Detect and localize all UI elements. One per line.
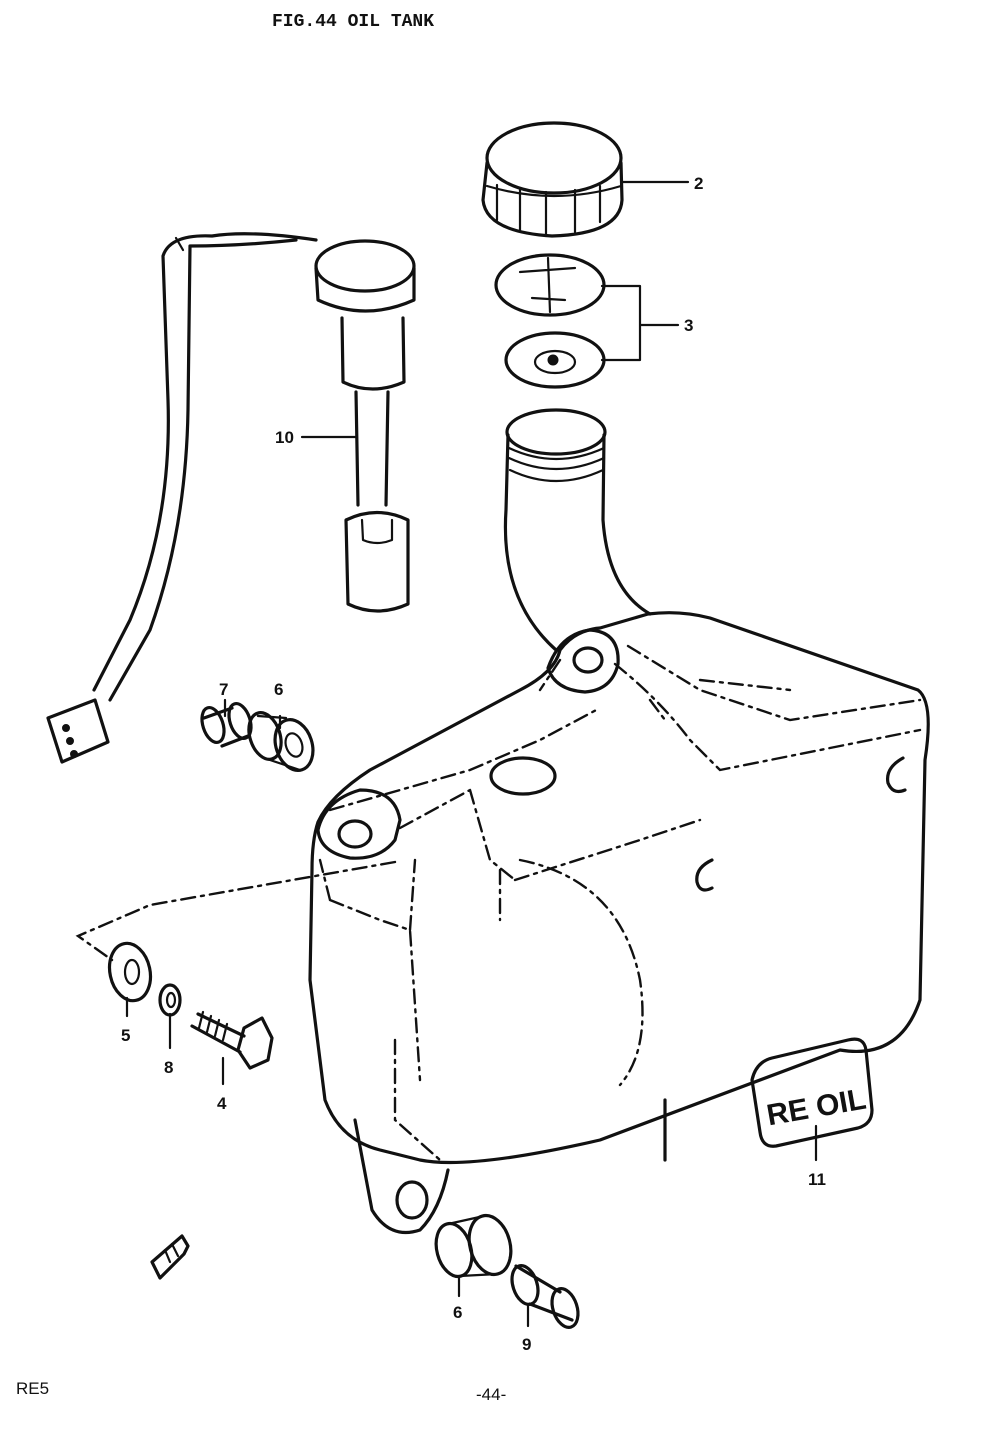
callout-7: 7 (219, 680, 228, 699)
collar-top (200, 702, 253, 748)
callout-6-bottom: 6 (453, 1303, 462, 1322)
callout-3: 3 (684, 316, 693, 335)
grommet-bottom (434, 1213, 513, 1279)
decal-text: RE OIL (764, 1083, 868, 1133)
callout-2: 2 (694, 174, 703, 193)
callout-9: 9 (522, 1335, 531, 1354)
oil-decal: RE OIL (750, 1037, 874, 1148)
grommet-top (247, 711, 315, 772)
callout-8: 8 (164, 1058, 173, 1077)
callout-5: 5 (121, 1026, 130, 1045)
filler-cap (481, 121, 624, 238)
callout-4: 4 (217, 1094, 227, 1113)
bolt (190, 1010, 274, 1070)
collar-bottom (510, 1264, 580, 1329)
page-number: -44- (476, 1385, 506, 1404)
lock-washer (158, 983, 182, 1017)
cap-gaskets (494, 253, 606, 389)
callout-6-top: 6 (274, 680, 283, 699)
callout-10: 10 (275, 428, 294, 447)
oil-tank-body (75, 611, 930, 1235)
callout-11: 11 (808, 1170, 826, 1189)
front-arrow-icon (150, 1234, 190, 1280)
leader-lines (125, 180, 818, 1328)
oil-level-sensor (46, 232, 416, 764)
filler-neck (503, 408, 652, 652)
washer (107, 941, 153, 1003)
figure-title: FIG.44 OIL TANK (272, 12, 434, 32)
model-code: RE5 (16, 1379, 49, 1398)
